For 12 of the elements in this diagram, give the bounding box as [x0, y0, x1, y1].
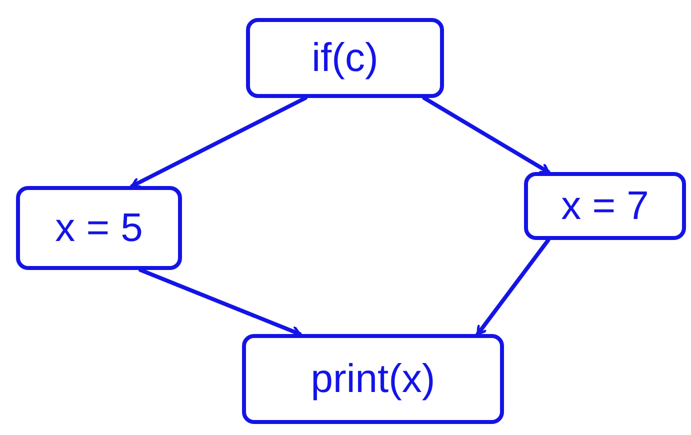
code-text: x = 7: [561, 186, 649, 226]
arrow: [476, 238, 550, 336]
arrow: [138, 268, 302, 337]
code-text: print(x): [310, 359, 436, 399]
process-box: [16, 186, 182, 270]
code-text: if(c): [312, 38, 378, 78]
arrow: [422, 96, 550, 174]
arrow: [130, 96, 308, 188]
process-box: [242, 334, 504, 424]
process-box: [246, 18, 444, 98]
code-text: x = 5: [55, 208, 143, 248]
process-box: [524, 172, 686, 240]
